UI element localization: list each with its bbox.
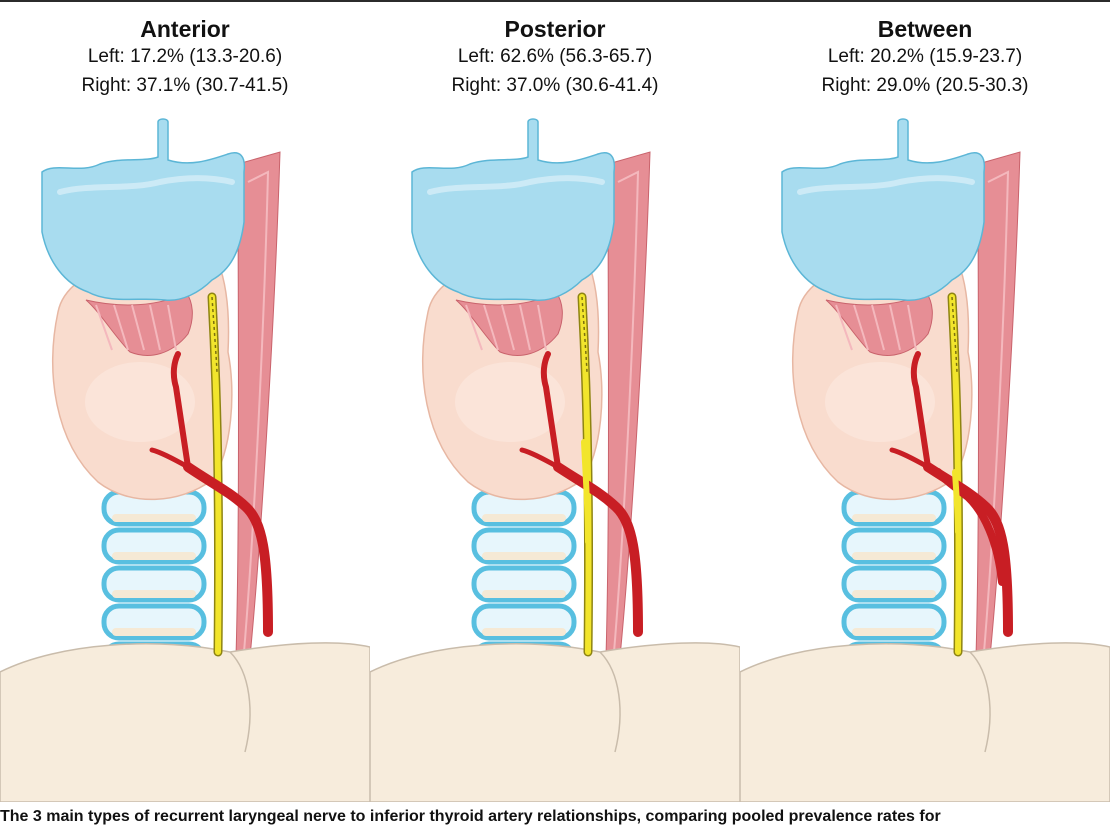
muscle-fiber — [131, 304, 145, 351]
muscle-fiber — [465, 304, 483, 351]
artery-branch — [889, 447, 931, 470]
muscle-fiber — [907, 304, 917, 351]
artery-branch — [170, 351, 191, 470]
tissue-fold — [969, 651, 991, 753]
trachea-gap — [852, 514, 936, 522]
panel-anterior: Anterior Left: 17.2% (13.3-20.6) Right: … — [0, 0, 370, 802]
left-prevalence: Left: 17.2% (13.3-20.6) — [87, 46, 283, 67]
panel-title: Posterior — [504, 16, 606, 42]
muscle-fiber — [537, 304, 547, 351]
anatomy-illustration-posterior — [370, 118, 740, 802]
muscle-fiber — [519, 304, 531, 351]
artery-branch — [910, 351, 931, 470]
muscle-fiber — [871, 304, 885, 351]
anatomy-illustration-between — [740, 118, 1110, 802]
tissue-fold — [599, 651, 621, 753]
nerve-dashed-segment — [581, 296, 588, 373]
laryngeal-muscle — [85, 291, 193, 356]
trachea-gap — [112, 590, 196, 598]
trachea-gap — [852, 628, 936, 636]
nerve-dashed-segment — [951, 296, 958, 373]
artery-second-branch — [934, 468, 1006, 586]
muscle-fiber — [983, 170, 1010, 653]
trachea-gap — [482, 628, 566, 636]
right-prevalence: Right: 29.0% (20.5-30.3) — [821, 75, 1029, 96]
gland-highlight — [825, 362, 935, 442]
artery-branch — [149, 447, 191, 470]
cartilage-highlight — [427, 175, 605, 195]
left-prevalence: Left: 20.2% (15.9-23.7) — [827, 46, 1023, 67]
top-rule — [0, 0, 1110, 2]
trachea-gap — [112, 628, 196, 636]
right-prevalence: Right: 37.0% (30.6-41.4) — [451, 75, 659, 96]
muscle-fiber — [483, 304, 499, 351]
muscle-fiber — [113, 304, 129, 351]
clavicle-tissue — [740, 642, 1110, 802]
artery-branch — [519, 447, 561, 470]
clavicle-tissue — [0, 642, 370, 802]
muscle-fiber — [835, 304, 853, 351]
muscle-fiber — [501, 304, 515, 351]
thyroid-cartilage — [41, 118, 246, 301]
muscle-fiber — [149, 304, 161, 351]
panel-between: Between Left: 20.2% (15.9-23.7) Right: 2… — [740, 0, 1110, 802]
tissue-fold — [229, 651, 251, 753]
muscle-fiber — [889, 304, 901, 351]
cartilage-highlight — [57, 175, 235, 195]
cartilage-highlight — [797, 175, 975, 195]
muscle-fiber — [243, 170, 270, 653]
recurrent-laryngeal-nerve-overlap — [952, 469, 961, 535]
anatomy-illustration-anterior — [0, 118, 370, 802]
trachea-gap — [852, 552, 936, 560]
right-prevalence: Right: 37.1% (30.7-41.5) — [81, 75, 289, 96]
panel-title: Between — [877, 16, 973, 42]
laryngeal-muscle — [825, 291, 933, 356]
inferior-thyroid-artery — [553, 462, 643, 637]
panel-posterior: Posterior Left: 62.6% (56.3-65.7) Right:… — [370, 0, 740, 802]
trachea-gap — [112, 514, 196, 522]
muscle-fiber — [613, 170, 640, 653]
recurrent-laryngeal-nerve-overlap — [581, 439, 591, 545]
inferior-thyroid-artery — [183, 462, 273, 637]
muscle-fiber — [95, 304, 113, 351]
thyroid-cartilage — [781, 118, 986, 301]
clavicle-tissue — [370, 642, 740, 802]
figure-caption: The 3 main types of recurrent laryngeal … — [0, 808, 941, 825]
trachea-gap — [112, 552, 196, 560]
gland-highlight — [455, 362, 565, 442]
trachea-gap — [482, 590, 566, 598]
muscle-fiber — [853, 304, 869, 351]
nerve-dashed-segment — [211, 296, 218, 373]
trachea-gap — [482, 552, 566, 560]
panel-title: Anterior — [140, 16, 230, 42]
artery-branch — [540, 351, 561, 470]
laryngeal-muscle — [455, 291, 563, 356]
thyroid-cartilage — [411, 118, 616, 301]
left-prevalence: Left: 62.6% (56.3-65.7) — [457, 46, 653, 67]
muscle-fiber — [167, 304, 177, 351]
gland-highlight — [85, 362, 195, 442]
trachea-gap — [852, 590, 936, 598]
trachea-gap — [482, 514, 566, 522]
